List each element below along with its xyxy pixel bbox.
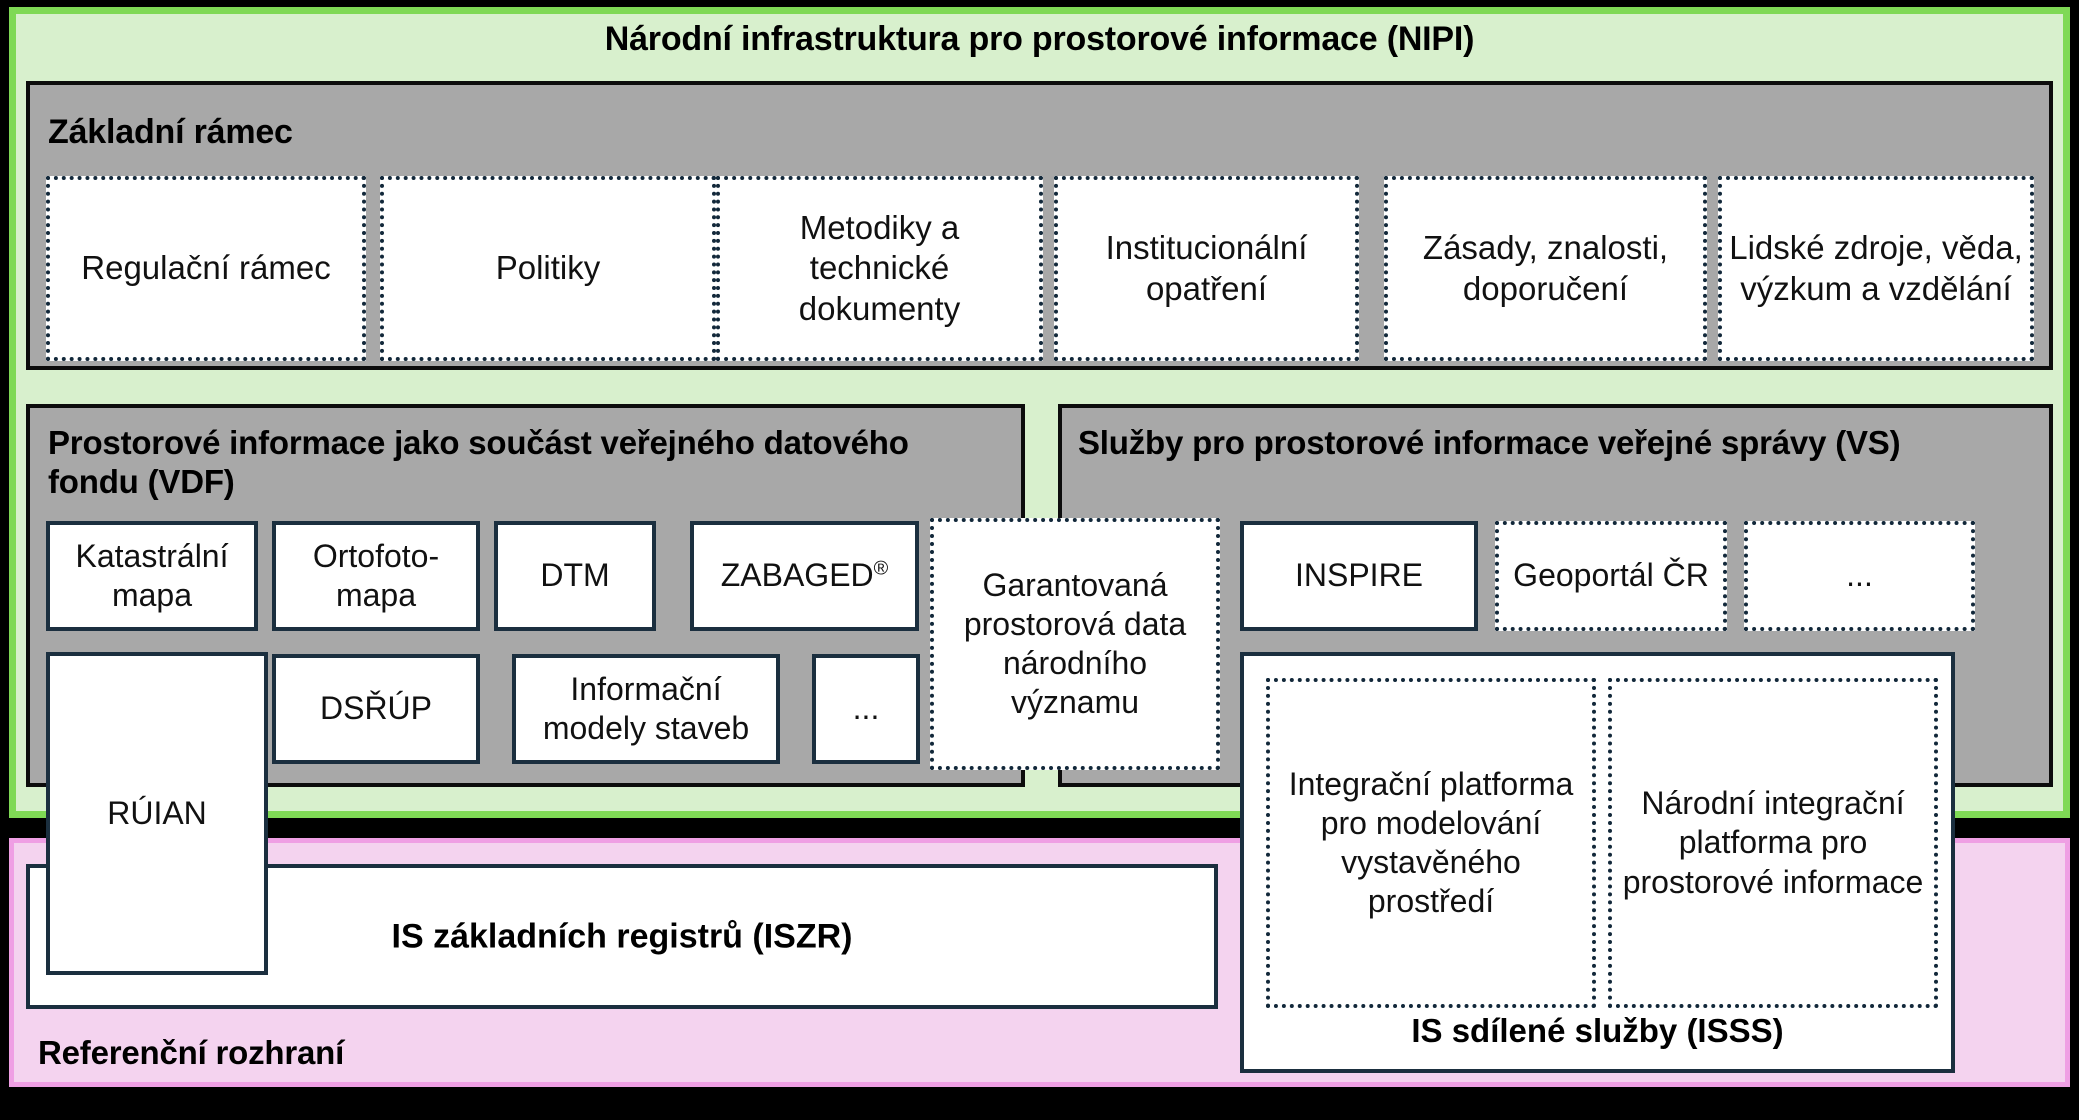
isss-box[interactable]: Integrační platforma pro modelování vyst… <box>1240 652 1955 1073</box>
vs-box-inspire-label: INSPIRE <box>1294 557 1424 594</box>
vs-box-more-label: ... <box>1846 557 1873 594</box>
framework-box-regulatory-label: Regulační rámec <box>81 249 331 287</box>
vdf-box-building-models[interactable]: Informační modely staveb <box>512 654 780 764</box>
vdf-title: Prostorové informace jako součást veřejn… <box>48 424 909 500</box>
framework-box-policies-label: Politiky <box>495 249 601 287</box>
framework-box-regulatory[interactable]: Regulační rámec <box>46 176 366 361</box>
framework-box-methodologies[interactable]: Metodiky a technické dokumenty <box>716 176 1043 361</box>
vdf-box-dtm[interactable]: DTM <box>494 521 656 631</box>
vdf-box-cadastral-map[interactable]: Katastrální mapa <box>46 521 258 631</box>
vdf-box-more-label: ... <box>852 690 880 727</box>
vs-box-geoportal[interactable]: Geoportál ČR <box>1495 521 1727 631</box>
framework-box-methodologies-label: Metodiky a technické dokumenty <box>798 209 961 327</box>
framework-box-institutional[interactable]: Institucionální opatření <box>1054 176 1359 361</box>
vdf-box-dtm-label: DTM <box>540 557 610 594</box>
ruian-label: RÚIAN <box>107 794 207 831</box>
vs-title: Služby pro prostorové informace veřejné … <box>1078 424 1901 461</box>
framework-box-principles[interactable]: Zásady, znalosti, doporučení <box>1384 176 1707 361</box>
isss-label: IS sdílené služby (ISSS) <box>1411 1011 1784 1049</box>
isss-box-integration-platform-built-environment-label: Integrační platforma pro modelování vyst… <box>1288 765 1574 920</box>
vs-box-geoportal-label: Geoportál ČR <box>1513 557 1709 594</box>
vdf-box-cadastral-map-label: Katastrální mapa <box>75 537 229 613</box>
iszr-label: IS základních registrů (ISZR) <box>391 916 853 955</box>
vs-box-inspire[interactable]: INSPIRE <box>1240 521 1478 631</box>
vdf-box-zabaged[interactable]: ZABAGED® <box>690 521 919 631</box>
ruian-box[interactable]: RÚIAN <box>46 652 268 975</box>
vdf-box-building-models-label: Informační modely staveb <box>542 670 750 746</box>
vdf-box-dsrup[interactable]: DSŘÚP <box>272 654 480 764</box>
guaranteed-spatial-data-label: Garantovaná prostorová data národního vý… <box>963 566 1187 721</box>
vdf-box-orthophoto-map[interactable]: Ortofoto-mapa <box>272 521 480 631</box>
vs-box-more[interactable]: ... <box>1744 521 1975 631</box>
vdf-box-zabaged-label: ZABAGED® <box>720 557 889 594</box>
isss-box-national-integration-platform-label: Národní integrační platforma pro prostor… <box>1622 785 1924 900</box>
isss-box-national-integration-platform[interactable]: Národní integrační platforma pro prostor… <box>1608 678 1938 1008</box>
vdf-box-more[interactable]: ... <box>812 654 920 764</box>
framework-box-policies[interactable]: Politiky <box>380 176 716 361</box>
framework-box-human-resources-label: Lidské zdroje, věda, výzkum a vzdělání <box>1729 229 2023 307</box>
isss-box-integration-platform-built-environment[interactable]: Integrační platforma pro modelování vyst… <box>1266 678 1596 1008</box>
vdf-box-orthophoto-map-label: Ortofoto-mapa <box>312 537 440 613</box>
reference-interface-title: Referenční rozhraní <box>38 1034 345 1071</box>
guaranteed-spatial-data-box[interactable]: Garantovaná prostorová data národního vý… <box>930 518 1220 770</box>
nipi-title: Národní infrastruktura pro prostorové in… <box>604 20 1475 58</box>
vdf-box-dsrup-label: DSŘÚP <box>319 690 432 727</box>
basic-framework-title: Základní rámec <box>48 113 293 151</box>
framework-box-human-resources[interactable]: Lidské zdroje, věda, výzkum a vzdělání <box>1718 176 2034 361</box>
framework-box-institutional-label: Institucionální opatření <box>1105 229 1308 307</box>
framework-box-principles-label: Zásady, znalosti, doporučení <box>1422 229 1669 307</box>
